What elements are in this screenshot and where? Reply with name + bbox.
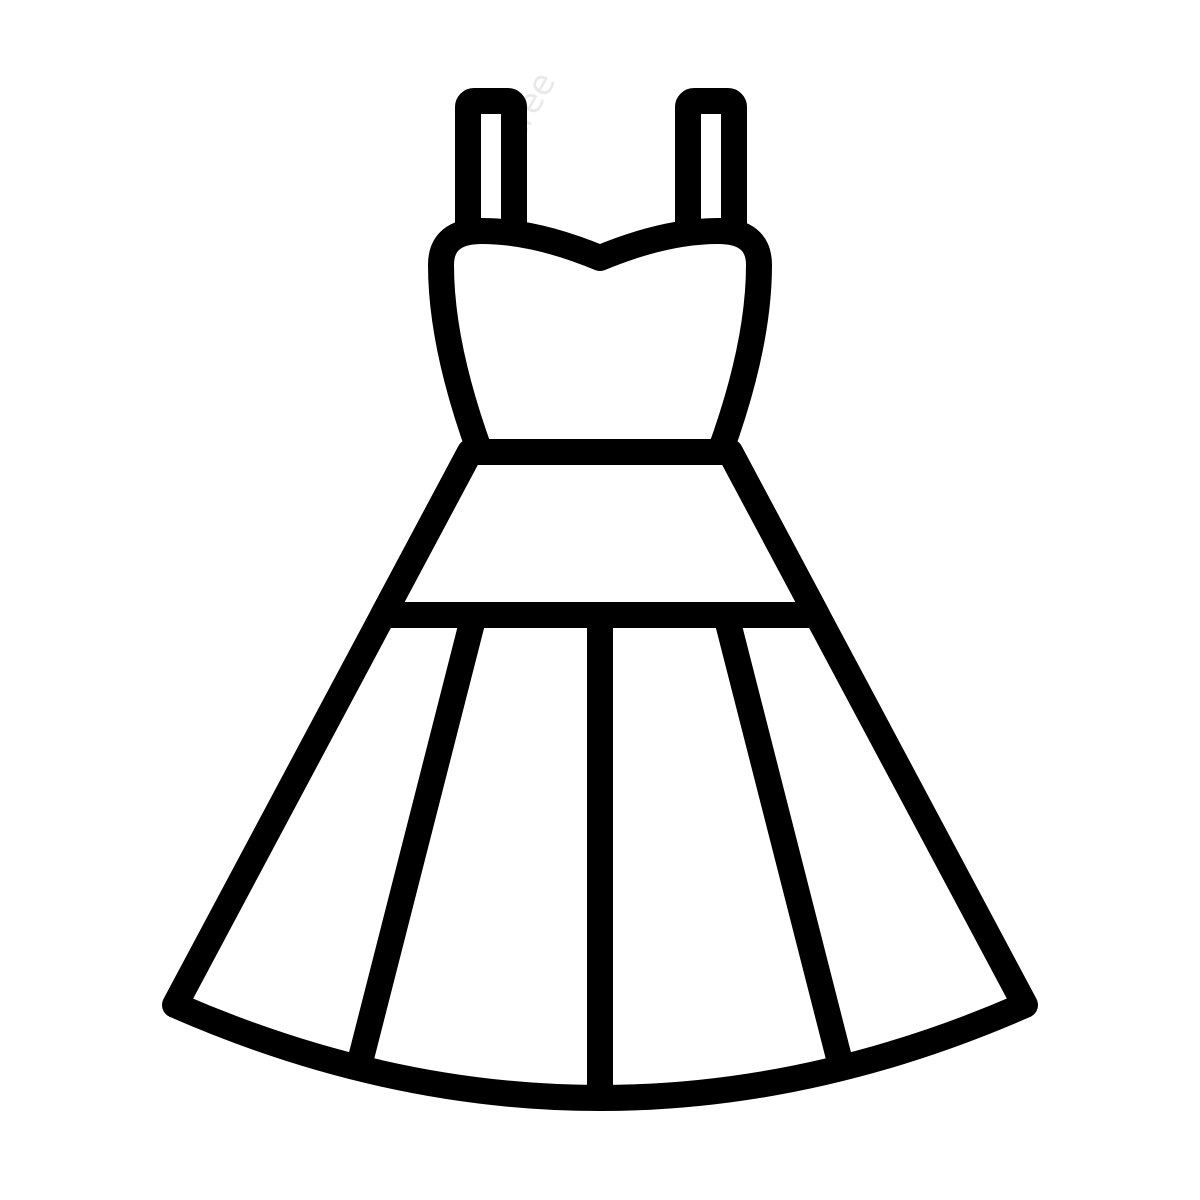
right-panel-seam [713,602,852,1071]
bodice [428,218,772,465]
left-panel-seam [348,602,487,1071]
left-strap [455,88,527,249]
waistband [370,439,830,628]
right-strap [675,88,747,249]
